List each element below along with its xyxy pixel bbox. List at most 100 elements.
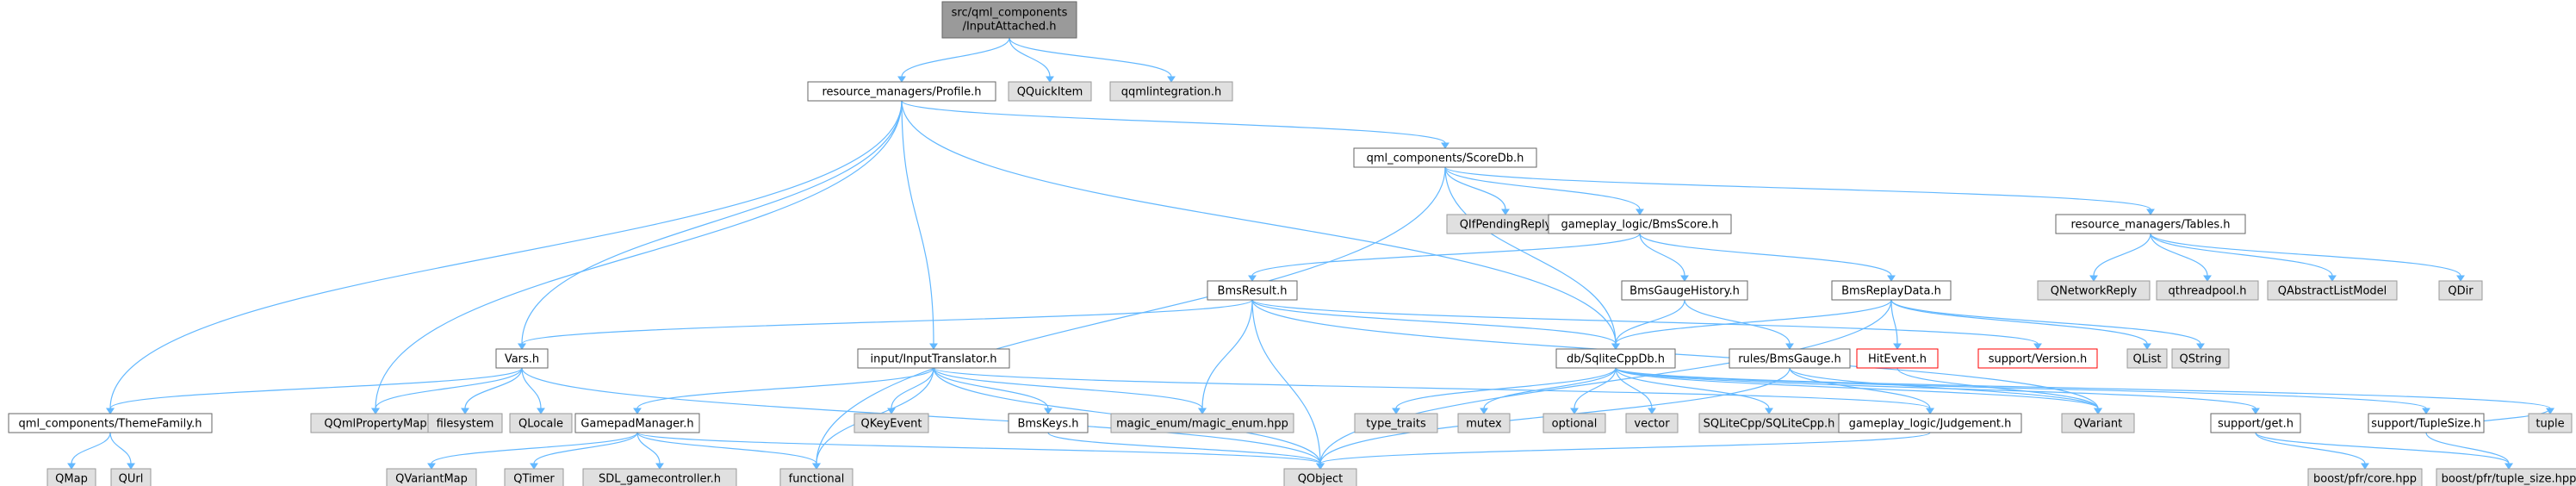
node-qkeyevent: QKeyEvent <box>853 413 929 433</box>
node-tuple: tuple <box>2528 413 2573 433</box>
node-label: QVariant <box>2074 418 2122 431</box>
node-bmsreplaydata-h[interactable]: BmsReplayData.h <box>1831 280 1952 301</box>
node-qabstractlistmodel: QAbstractListModel <box>2267 280 2398 301</box>
edge-qml-components-themefamily-h-to-qurl <box>109 432 135 470</box>
edge-resource-managers-profile-h-to-qqmlpropertymap <box>371 100 903 414</box>
edge-hitevent-h-to-qvariant <box>1896 367 2102 414</box>
node-qmap: QMap <box>47 468 96 486</box>
node-resource-managers-tables-h[interactable]: resource_managers/Tables.h <box>2055 214 2246 234</box>
node-label: QList <box>2133 353 2162 366</box>
edge-bmsreplaydata-h-to-qstring <box>1890 299 2205 350</box>
edge-input-inputtranslator-h-to-bmskeys-h <box>933 367 1052 414</box>
edge-db-sqlitecppdb-h-to-support-get-h <box>1615 367 2260 414</box>
node-label: functional <box>789 473 845 486</box>
node-functional: functional <box>779 468 853 486</box>
node-label: QTimer <box>513 473 555 486</box>
node-qml-components-themefamily-h[interactable]: qml_components/ThemeFamily.h <box>8 413 213 433</box>
node-label: optional <box>1552 418 1598 431</box>
node-rules-bmsgauge-h[interactable]: rules/BmsGauge.h <box>1729 348 1851 369</box>
edge-src-qml-components-inputattached-h-to-qquickitem <box>1009 37 1054 83</box>
edge-qml-components-themefamily-h-to-qmap <box>67 432 111 470</box>
node-support-get-h[interactable]: support/get.h <box>2210 413 2301 433</box>
node-label: HitEvent.h <box>1868 353 1927 366</box>
node-label: QDir <box>2448 285 2474 298</box>
node-bmsgaugehistory-h[interactable]: BmsGaugeHistory.h <box>1621 280 1748 301</box>
node-label: QLocale <box>518 418 563 431</box>
node-label: QString <box>2179 353 2221 366</box>
node-boost-pfr-core-hpp: boost/pfr/core.hpp <box>2307 468 2423 486</box>
edge-gamepadmanager-h-to-sdl-gamecontroller-h <box>636 432 664 470</box>
node-label: tuple <box>2536 418 2564 431</box>
edge-input-inputtranslator-h-to-gamepadmanager-h <box>633 367 934 414</box>
node-input-inputtranslator-h[interactable]: input/InputTranslator.h <box>857 348 1010 369</box>
node-label: GamepadManager.h <box>580 418 693 431</box>
edge-rules-bmsgauge-h-to-gameplay-logic-judgement-h <box>1789 367 1934 414</box>
node-qqmlintegration-h: qqmlintegration.h <box>1109 81 1233 102</box>
edge-bmsreplaydata-h-to-qlist <box>1890 299 2151 350</box>
node-label: gameplay_logic/Judgement.h <box>1849 418 2012 431</box>
edge-resource-managers-tables-h-to-qnetworkreply <box>2089 233 2151 282</box>
node-label: BmsResult.h <box>1218 285 1288 298</box>
node-label: support/TupleSize.h <box>2371 418 2480 431</box>
node-label: support/get.h <box>2218 418 2294 431</box>
node-label: mutex <box>1466 418 1502 431</box>
edge-support-tuplesize-h-to-boost-pfr-tuple-size-hpp <box>2425 432 2513 470</box>
node-support-tuplesize-h[interactable]: support/TupleSize.h <box>2368 413 2485 433</box>
node-qstring: QString <box>2171 348 2230 369</box>
node-label: QVariantMap <box>395 473 468 486</box>
node-label: vector <box>1634 418 1670 431</box>
edge-resource-managers-profile-h-to-input-inputtranslator-h <box>901 100 938 350</box>
edge-db-sqlitecppdb-h-to-sqlitecpp-sqlitecpp-h <box>1615 367 1773 414</box>
node-db-sqlitecppdb-h[interactable]: db/SqliteCppDb.h <box>1555 348 1676 369</box>
node-bmskeys-h[interactable]: BmsKeys.h <box>1008 413 1089 433</box>
edge-gameplay-logic-bmsscore-h-to-bmsresult-h <box>1248 233 1641 282</box>
node-support-version-h: support/Version.h <box>1977 348 2098 369</box>
edge-gamepadmanager-h-to-qvariantmap <box>427 432 638 470</box>
edge-rules-bmsgauge-h-to-qvariant <box>1789 367 2102 414</box>
node-sqlitecpp-sqlitecpp-h: SQLiteCpp/SQLiteCpp.h <box>1698 413 1840 433</box>
node-qtimer: QTimer <box>504 468 564 486</box>
node-vector: vector <box>1625 413 1679 433</box>
node-resource-managers-profile-h[interactable]: resource_managers/Profile.h <box>807 81 996 102</box>
node-gamepadmanager-h[interactable]: GamepadManager.h <box>574 413 700 433</box>
node-label: QNetworkReply <box>2051 285 2138 298</box>
node-bmsresult-h[interactable]: BmsResult.h <box>1207 280 1298 301</box>
node-qifpendingreply: QIfPendingReply <box>1446 214 1565 234</box>
node-vars-h[interactable]: Vars.h <box>495 348 549 369</box>
edge-db-sqlitecppdb-h-to-mutex <box>1480 367 1617 414</box>
edge-gamepadmanager-h-to-qtimer <box>530 432 638 470</box>
node-qlocale: QLocale <box>509 413 573 433</box>
node-label: SQLiteCpp/SQLiteCpp.h <box>1704 418 1835 431</box>
edge-db-sqlitecppdb-h-to-optional <box>1570 367 1617 414</box>
node-label-line: src/qml_components <box>952 7 1068 20</box>
edge-vars-h-to-qlocale <box>521 367 545 414</box>
edge-input-inputtranslator-h-to-magic-enum-magic-enum-hpp <box>933 367 1207 414</box>
edge-bmsreplaydata-h-to-hitevent-h <box>1890 299 1902 350</box>
node-qqmlpropertymap: QQmlPropertyMap <box>310 413 441 433</box>
node-qvariantmap: QVariantMap <box>386 468 477 486</box>
node-gameplay-logic-judgement-h[interactable]: gameplay_logic/Judgement.h <box>1838 413 2022 433</box>
node-gameplay-logic-bmsscore-h[interactable]: gameplay_logic/BmsScore.h <box>1548 214 1732 234</box>
node-label: QAbstractListModel <box>2278 285 2387 298</box>
node-label: QMap <box>55 473 88 486</box>
node-qvariant: QVariant <box>2061 413 2135 433</box>
node-label: QQmlPropertyMap <box>324 418 426 431</box>
edge-resource-managers-profile-h-to-vars-h <box>518 100 903 350</box>
node-type-traits: type_traits <box>1354 413 1438 433</box>
edge-src-qml-components-inputattached-h-to-qqmlintegration-h <box>1009 37 1176 83</box>
node-label: SDL_gamecontroller.h <box>599 473 721 486</box>
edge-bmsresult-h-to-vars-h <box>518 299 1253 350</box>
edge-vars-h-to-qqmlpropertymap <box>371 367 523 414</box>
graph-nodes: src/qml_components/InputAttached.hresour… <box>8 1 2576 486</box>
node-label: BmsReplayData.h <box>1841 285 1941 298</box>
edge-input-inputtranslator-h-to-gameplay-logic-judgement-h <box>933 367 1934 414</box>
node-label: input/InputTranslator.h <box>871 353 997 366</box>
node-qquickitem: QQuickItem <box>1008 81 1092 102</box>
node-qml-components-scoredb-h[interactable]: qml_components/ScoreDb.h <box>1353 147 1537 168</box>
node-label: qqmlintegration.h <box>1121 86 1222 99</box>
graph-edges <box>67 37 2554 470</box>
edge-bmsresult-h-to-magic-enum-magic-enum-hpp <box>1198 299 1253 414</box>
edge-gameplay-logic-bmsscore-h-to-bmsreplaydata-h <box>1639 233 1896 282</box>
edge-resource-managers-tables-h-to-qdir <box>2150 233 2465 282</box>
node-qlist: QList <box>2126 348 2168 369</box>
